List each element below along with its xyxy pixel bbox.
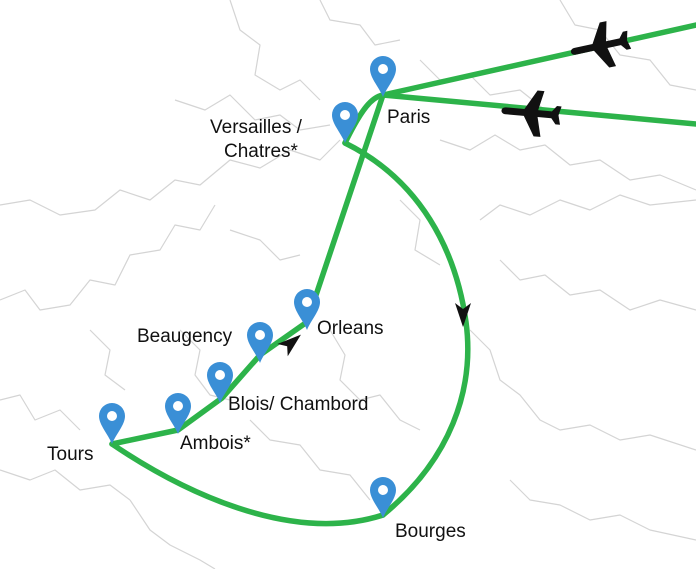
location-pin-icon — [207, 362, 233, 403]
flight-route-bottom — [380, 92, 696, 127]
place-label-versailles-line2: Chatres* — [224, 141, 298, 162]
place-label-versailles-line1: Versailles / — [210, 117, 302, 138]
route-tours-bourges — [109, 441, 386, 527]
route-bourges-versailles — [342, 140, 471, 518]
location-pin-icon — [99, 403, 125, 444]
airplanes — [501, 21, 632, 137]
place-label-orleans: Orleans — [317, 318, 384, 339]
airplane-icon — [571, 21, 632, 68]
location-pin-icon — [370, 477, 396, 518]
location-pins — [99, 56, 396, 518]
flight-route-top — [380, 22, 696, 98]
location-pin-icon — [370, 56, 396, 97]
airplane-icon — [501, 90, 562, 137]
place-label-blois: Blois/ Chambord — [228, 394, 369, 415]
place-label-paris: Paris — [387, 107, 431, 128]
location-pin-icon — [165, 393, 191, 434]
location-pin-icon — [294, 289, 320, 330]
place-label-bourges: Bourges — [395, 521, 466, 542]
location-pin-icon — [332, 102, 358, 143]
route-paris-orleans — [304, 92, 386, 325]
arrowhead-icon — [277, 334, 301, 357]
direction-arrows — [277, 303, 471, 357]
place-label-versailles: Versailles / Chatres* — [210, 116, 302, 164]
place-label-beaugency: Beaugency — [137, 326, 233, 347]
arrowhead-icon — [455, 303, 471, 327]
place-label-ambois: Ambois* — [180, 433, 251, 454]
place-label-tours: Tours — [47, 444, 94, 465]
location-pin-icon — [247, 322, 273, 363]
